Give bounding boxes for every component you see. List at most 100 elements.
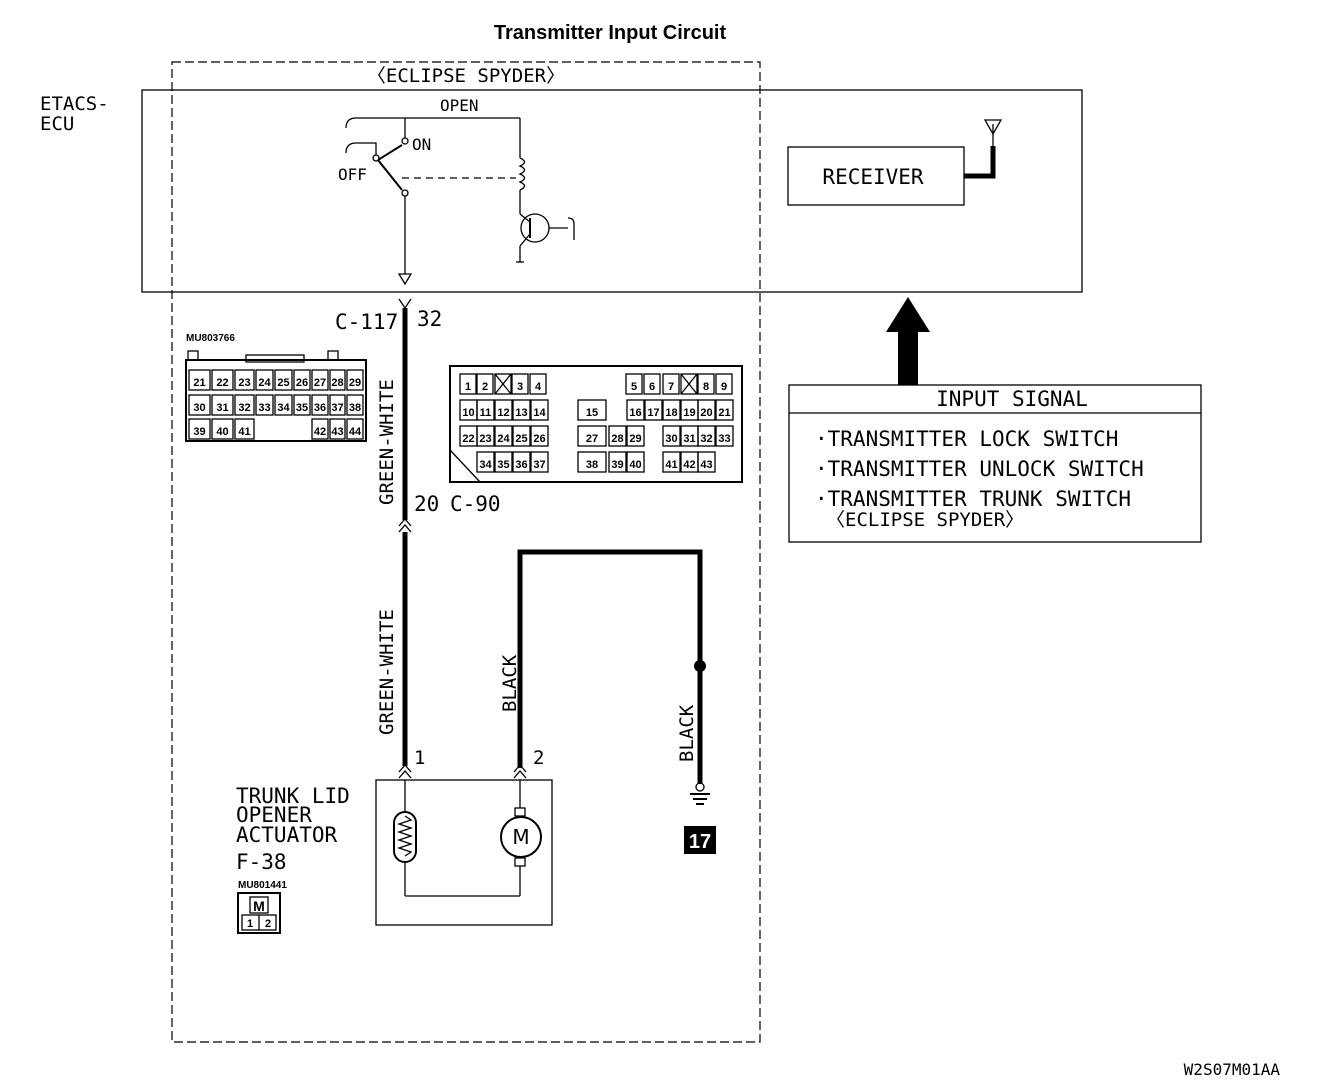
connector-pin-label: 34: [479, 459, 492, 471]
connector-pin-label: 30: [193, 402, 205, 414]
connector-pin-cell: [476, 399, 495, 421]
connector-pin-cell: [644, 399, 663, 421]
connector-pin-label: 12: [497, 407, 509, 419]
actuator-name: TRUNK LID: [236, 784, 350, 808]
connector-pin-label: 32: [238, 402, 250, 414]
input-signal-box: [788, 384, 1202, 543]
actuator-code: F-38: [236, 850, 287, 874]
connector-pin-label: 31: [216, 402, 228, 414]
diagram-title: Transmitter Input Circuit: [494, 22, 727, 44]
connector-pin-label: 29: [349, 377, 361, 389]
actuator-part-number: MU801441: [238, 880, 287, 891]
connector-pin-cell: [234, 369, 255, 391]
unused-cavity-cross: [680, 373, 698, 395]
connector-pin-cell: [697, 373, 715, 395]
connector-pin-cell: [715, 399, 734, 421]
c117-part-number: MU803766: [186, 333, 235, 344]
ignition-switch-circuit: OPEN ON OFF: [338, 96, 575, 286]
connector-pin-cell: [608, 425, 627, 447]
input-signal-item: ·TRANSMITTER LOCK SWITCH: [815, 427, 1118, 451]
connector-pin-label: 38: [349, 402, 361, 414]
eclipse-spyder-boundary: [171, 61, 761, 1043]
connector-pin-cell: [715, 373, 733, 395]
wire-color-label: BLACK: [499, 654, 521, 712]
connector-pin-label: 39: [611, 459, 623, 471]
connector-pin-cell: [577, 451, 607, 473]
connector-pin-cell: [662, 373, 680, 395]
connector-pin-cell: [211, 418, 234, 440]
connector-pin-label: 16: [629, 407, 641, 419]
input-signal-item: ·TRANSMITTER UNLOCK SWITCH: [815, 457, 1144, 481]
connector-pin-cell: [662, 425, 681, 447]
ground-point-number: 17: [689, 831, 711, 853]
wire-color-label: BLACK: [676, 704, 698, 762]
connector-pin-cell: [329, 418, 346, 440]
connector-pin-label: 9: [721, 381, 727, 393]
connector-pin-label: 24: [258, 377, 271, 389]
actuator-internal: [393, 780, 526, 897]
connector-pin-label: 14: [533, 407, 546, 419]
connector-pin-cell: [234, 394, 255, 416]
connector-pin-label: 15: [586, 407, 598, 419]
connector-pin-cell: [643, 373, 661, 395]
ground-point-badge: [684, 826, 716, 854]
connector-pin-label: 10: [462, 407, 474, 419]
connector-pin-label: 8: [703, 381, 709, 393]
connector-pin-cell: [234, 418, 255, 440]
connector-pin-cell: [511, 373, 529, 395]
connector-pin-label: 22: [216, 377, 228, 389]
connector-pin-cell: [608, 451, 627, 473]
connector-pin-label: 18: [665, 407, 677, 419]
connector-pin-cell: [529, 373, 547, 395]
figure-code: W2S07M01AA: [1184, 1060, 1281, 1079]
connector-pin-cell: [697, 451, 716, 473]
connector-pin-label: 11: [480, 407, 492, 419]
connector-pin-cell: [311, 369, 329, 391]
connector-pin-cell: [494, 425, 513, 447]
connector-pin-label: 30: [665, 433, 677, 445]
unused-cavity: [494, 373, 512, 395]
input-signal-arrow-icon: [886, 297, 930, 385]
connector-pin-cell: [697, 425, 716, 447]
connector-pin-cell: [255, 394, 274, 416]
motor-symbol: M: [512, 825, 529, 849]
actuator-symbol: M: [253, 898, 265, 914]
switch-on-label: ON: [412, 135, 431, 154]
connector-pin-label: 2: [482, 381, 488, 393]
connector-pin-label: 40: [629, 459, 641, 471]
actuator-connector-face: [237, 892, 281, 934]
connector-pin-label: 27: [314, 377, 326, 389]
connector-pin-label: 35: [497, 459, 509, 471]
connector-pin-cell: [512, 425, 531, 447]
connector-pin-label: 6: [649, 381, 655, 393]
connector-pin-label: 29: [629, 433, 641, 445]
connector-pin-label: 4: [535, 381, 542, 393]
connector-pin-cell: [697, 399, 716, 421]
variant-label: 〈ECLIPSE SPYDER〉: [367, 65, 565, 87]
connector-pin-label: 34: [277, 402, 290, 414]
connector-pin-label: 28: [611, 433, 623, 445]
connector-pin-cell: [311, 418, 329, 440]
connector-pin-label: 38: [586, 459, 598, 471]
antenna-icon: [964, 119, 1003, 179]
connector-pin-cell: [255, 369, 274, 391]
connector-pin-cell: [625, 373, 643, 395]
connector-pin-cell: [626, 425, 645, 447]
connector-pin-label: 23: [479, 433, 491, 445]
connector-pin-cell: [188, 394, 211, 416]
connector-pin-cell: [494, 399, 513, 421]
ground-icon: [690, 782, 710, 805]
connector-pin-cell: [626, 399, 645, 421]
connector-pin-cell: [577, 399, 607, 421]
connector-pin-cell: [311, 394, 329, 416]
connector-pin-cell: [530, 451, 549, 473]
connector-pin-cell: [293, 394, 311, 416]
connector-pin-label: 31: [683, 433, 695, 445]
connector-pin-label: 23: [238, 377, 250, 389]
connector-pin-cell: [459, 373, 477, 395]
connector-pin-label: 37: [331, 402, 343, 414]
ecu-name-line2: ECU: [40, 113, 74, 135]
